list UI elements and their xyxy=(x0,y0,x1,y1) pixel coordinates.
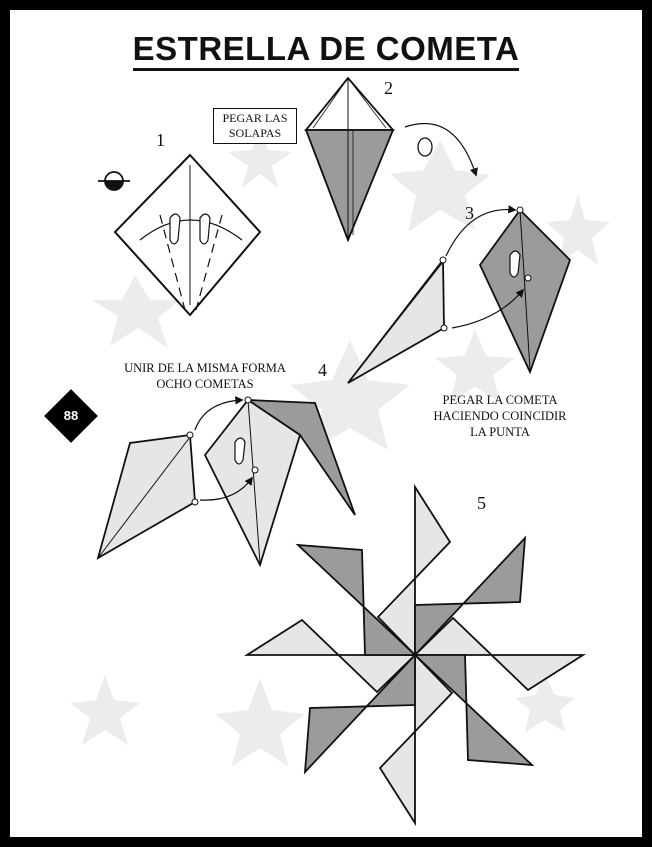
step-number-4: 4 xyxy=(318,360,327,381)
step4-diagram xyxy=(98,397,355,565)
page-number: 88 xyxy=(52,408,90,423)
unir-line2: OCHO COMETAS xyxy=(110,376,300,392)
bg-star xyxy=(215,678,305,766)
pegar-solapas-line1: PEGAR LAS xyxy=(218,111,292,126)
page-title: ESTRELLA DE COMETA xyxy=(10,30,642,68)
turn-over-icon xyxy=(98,172,130,190)
bg-star xyxy=(70,675,140,745)
unir-line1: UNIR DE LA MISMA FORMA xyxy=(110,360,300,376)
turn-symbol-icon xyxy=(418,138,432,156)
pegar-cometa-line1: PEGAR LA COMETA xyxy=(410,392,590,408)
unir-caption: UNIR DE LA MISMA FORMA OCHO COMETAS xyxy=(110,360,300,392)
instruction-page: ESTRELLA DE COMETA 1 2 3 4 5 PEGAR LAS S… xyxy=(10,10,642,837)
page-title-text: ESTRELLA DE COMETA xyxy=(133,30,520,71)
bg-star xyxy=(390,140,490,232)
pegar-cometa-line2: HACIENDO COINCIDIR xyxy=(410,408,590,424)
step-number-3: 3 xyxy=(465,203,474,224)
pegar-cometa-caption: PEGAR LA COMETA HACIENDO COINCIDIR LA PU… xyxy=(410,392,590,440)
step-number-2: 2 xyxy=(384,78,393,99)
step1-diagram xyxy=(98,155,260,315)
step-number-5: 5 xyxy=(477,493,486,514)
pegar-cometa-line3: LA PUNTA xyxy=(410,424,590,440)
step5-star xyxy=(247,487,583,823)
pegar-solapas-label: PEGAR LAS SOLAPAS xyxy=(213,108,297,144)
step-number-1: 1 xyxy=(156,130,165,151)
pegar-solapas-line2: SOLAPAS xyxy=(218,126,292,141)
